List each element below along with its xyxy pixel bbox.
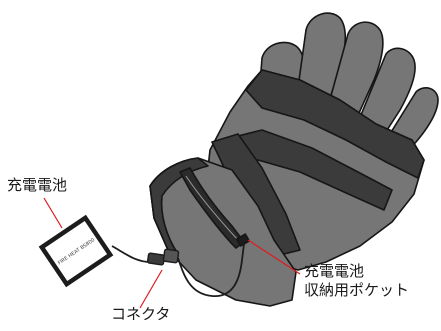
glove-middle-finger <box>325 21 384 125</box>
glove-knuckle-band <box>245 69 425 179</box>
label-pocket-line1: 充電電池 <box>304 262 365 280</box>
cable-battery-to-connector <box>111 245 151 263</box>
connector-plug-right <box>162 248 180 264</box>
pocket-zipper <box>185 175 239 241</box>
battery-cable <box>111 243 245 297</box>
label-battery-pocket: 充電電池 収納用ポケット <box>304 262 409 300</box>
leader-battery <box>43 197 63 229</box>
label-pocket-line2: 収納用ポケット <box>304 281 410 299</box>
label-connector: コネクタ <box>111 305 171 323</box>
connector-plug-left <box>146 252 166 266</box>
label-battery: 充電電池 <box>7 176 68 194</box>
connector <box>146 248 180 266</box>
cable-connector-to-glove <box>177 243 245 297</box>
leader-connector <box>139 269 163 309</box>
leader-pocket <box>247 239 301 275</box>
leader-lines <box>43 197 301 309</box>
battery-pack: FIRE HEAT BS800 <box>38 214 114 288</box>
glove-cuff-rim <box>149 157 209 255</box>
heated-glove <box>149 12 439 307</box>
battery-face <box>44 220 108 282</box>
cuff-connector-port <box>235 233 251 247</box>
